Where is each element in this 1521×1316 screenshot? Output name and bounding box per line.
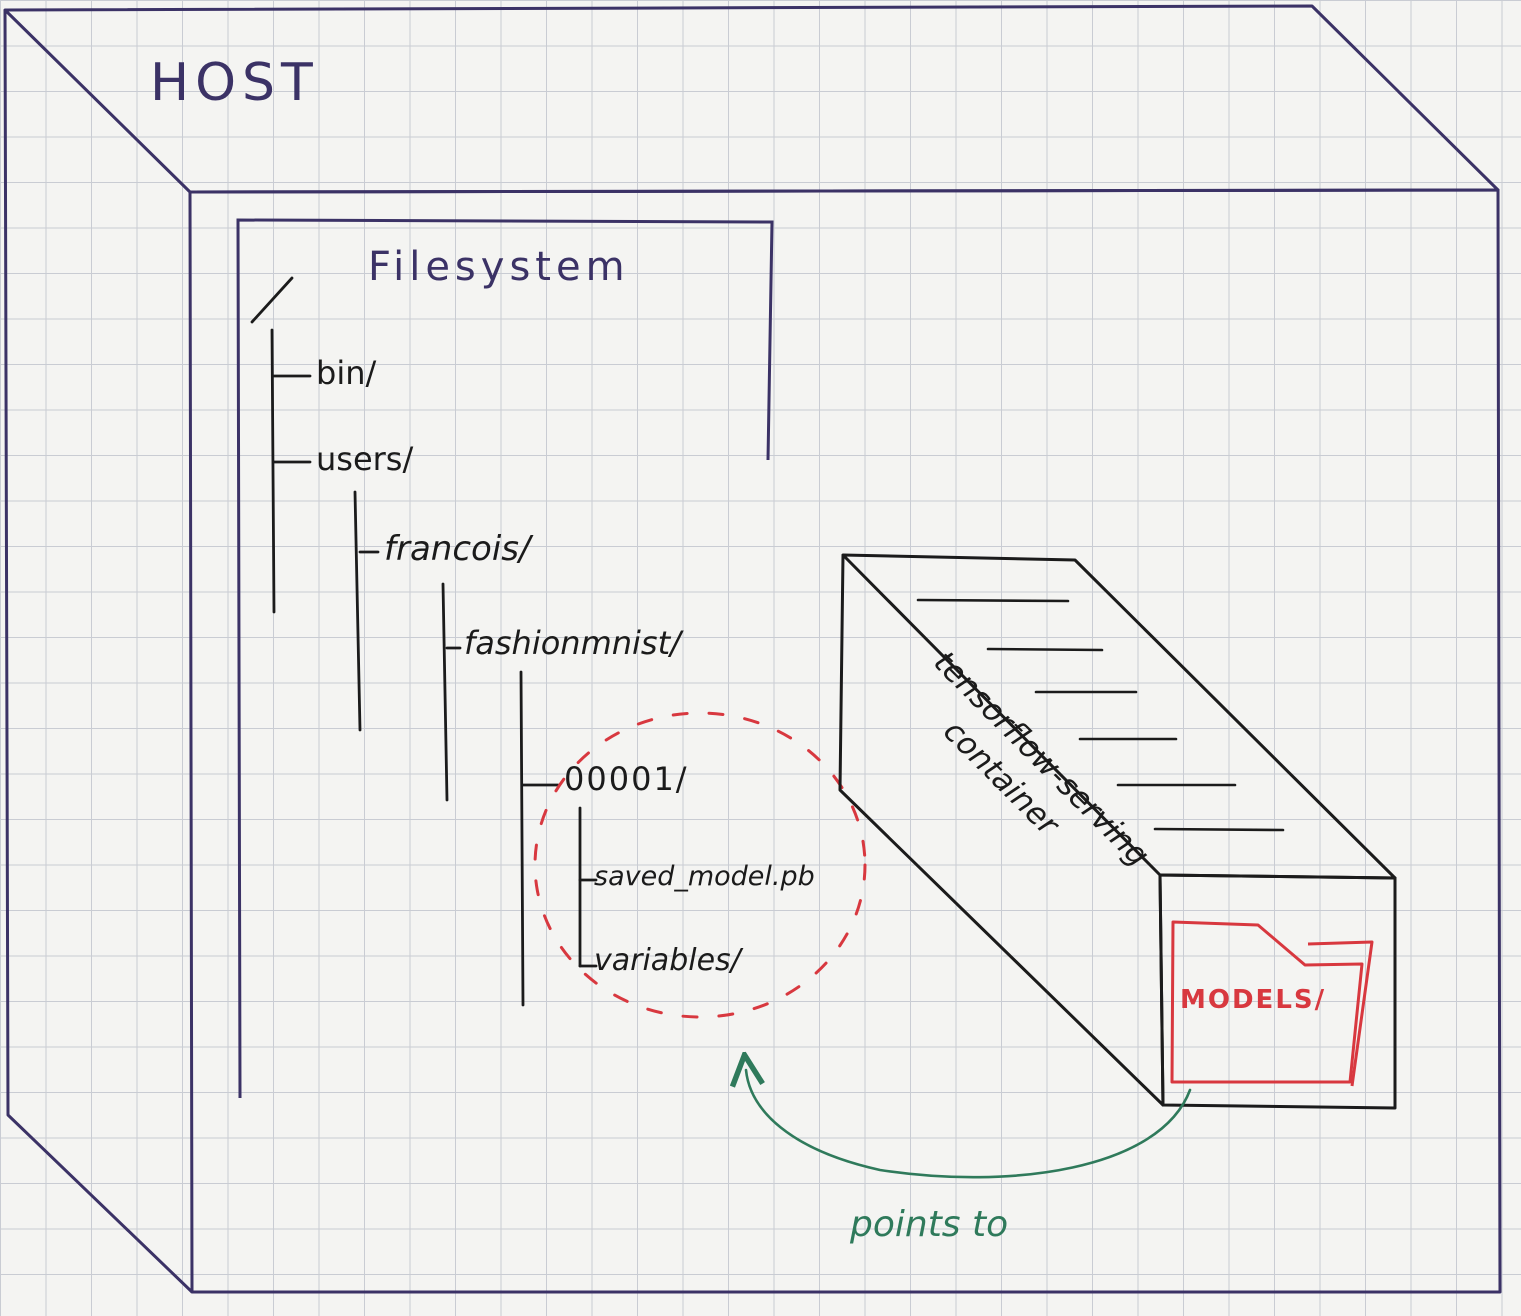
points-to-arrow [746,1070,1192,1179]
container-vent-lines [916,598,1285,832]
model-version-highlight [533,711,867,1019]
models-folder-icon [1170,920,1374,1087]
tree-trunk-users [353,490,362,732]
filesystem-frame [236,218,774,1099]
tree-item-fashionmnist: fashionmnist/ [464,624,684,662]
folder-back-sheet [1307,940,1374,1087]
tree-labels: / bin/ users/ francois/ fashionmnist/ 00… [316,354,815,978]
arrow-label: points to [849,1204,1008,1245]
tree-item-users: users/ [316,440,413,478]
container-name: tensorflow-serving container [926,644,1155,873]
tree-trunk-fashionmnist [519,670,525,1007]
tree-item-bin: bin/ [316,354,376,392]
file-tree [250,276,598,1007]
container-end-face [1158,873,1397,1110]
tree-item-version: 00001/ [564,760,689,798]
tree-trunk-root [270,328,276,614]
tree-trunk-francois [441,582,449,802]
tree-item-variables: variables/ [594,943,744,978]
container-box [838,553,1397,1110]
models-folder-label: MODELS/ [1180,985,1326,1015]
host-left-edge [3,9,194,1294]
root-slash [250,276,294,324]
folder-front-sheet [1170,920,1364,1084]
host-label: HOST [150,53,319,113]
tree-item-francois: francois/ [384,529,534,569]
tree-item-saved-model: saved_model.pb [594,861,815,892]
filesystem-title: Filesystem [368,244,630,290]
host-box [3,4,1502,1294]
host-front-face [188,188,1502,1294]
